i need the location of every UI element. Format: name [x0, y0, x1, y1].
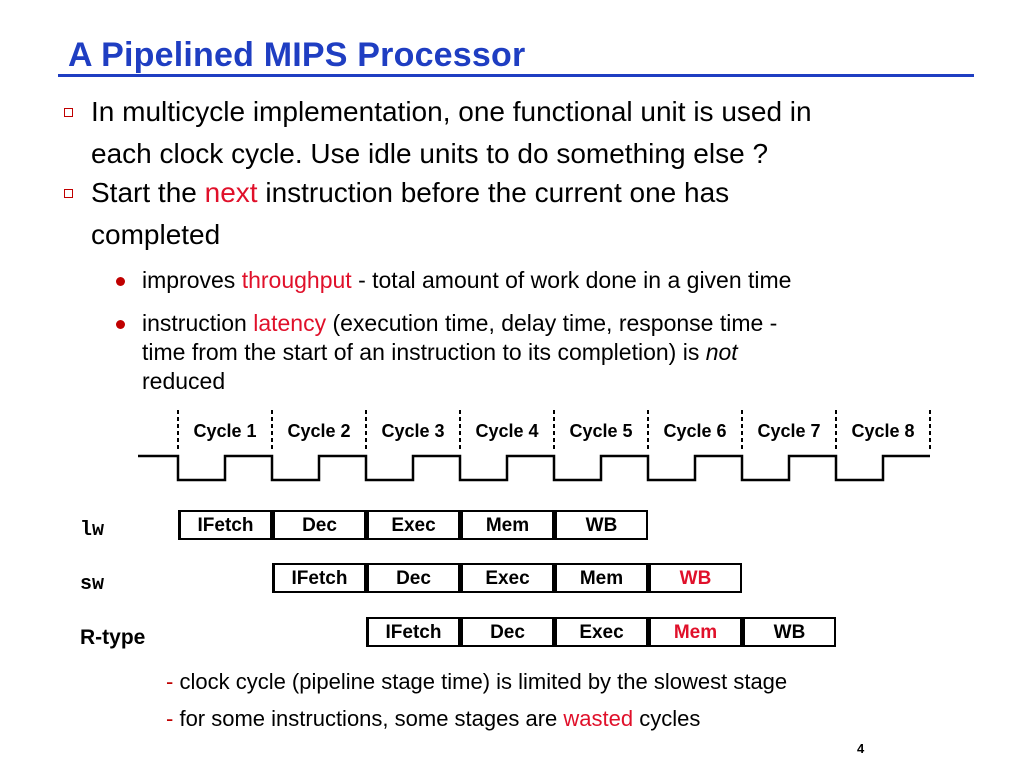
instr-label-lw: lw [80, 519, 105, 542]
note-1-text: clock cycle (pipeline stage time) is lim… [179, 669, 788, 694]
stage-sw-dec: Dec [366, 563, 460, 593]
subbullet-2-text: instruction [142, 310, 254, 336]
subbullet-2-text-cont: (execution time, delay time, response ti… [326, 310, 778, 336]
instr-label-sw: sw [80, 573, 105, 596]
cycle-label-3: Cycle 3 [381, 421, 445, 441]
clock-signal [138, 454, 930, 482]
subbullet-2-line-2: time from the start of an instruction to… [142, 338, 738, 367]
stage-r-type-exec: Exec [554, 617, 648, 647]
cycle-label-1: Cycle 1 [193, 421, 257, 441]
subbullet-2-line-2-text: time from the start of an instruction to… [142, 339, 706, 365]
note-2: - for some instructions, some stages are… [166, 705, 700, 733]
subbullet-2-line-3: reduced [142, 368, 226, 394]
bullet-2-text: Start the [91, 177, 205, 208]
cycle-dividers [177, 410, 931, 452]
stage-r-type-ifetch: IFetch [366, 617, 460, 647]
stage-r-type-wb: WB [742, 617, 836, 647]
stage-r-type-mem: Mem [648, 617, 742, 647]
bullet-2-text-cont: instruction before the current one has [257, 177, 730, 208]
cycle-label-6: Cycle 6 [663, 421, 727, 441]
stage-r-type-dec: Dec [460, 617, 554, 647]
cycle-label-4: Cycle 4 [475, 421, 539, 441]
cycle-label-8: Cycle 8 [851, 421, 915, 441]
highlight-throughput: throughput [241, 267, 352, 293]
dash-marker: - [166, 706, 174, 731]
page-number: 4 [857, 741, 865, 756]
stage-lw-mem: Mem [460, 510, 554, 540]
title-underline [58, 74, 974, 77]
stage-sw-ifetch: IFetch [272, 563, 366, 593]
bullet-1-line-2: each clock cycle. Use idle units to do s… [91, 138, 769, 169]
round-bullet-icon [116, 320, 125, 329]
stage-lw-exec: Exec [366, 510, 460, 540]
slide-title: A Pipelined MIPS Processor [68, 36, 526, 74]
stage-sw-mem: Mem [554, 563, 648, 593]
stage-lw-ifetch: IFetch [178, 510, 272, 540]
highlight-next: next [204, 177, 258, 208]
square-bullet-icon [64, 108, 73, 117]
dash-marker: - [166, 669, 174, 694]
square-bullet-icon [64, 189, 73, 198]
cycle-label-7: Cycle 7 [757, 421, 821, 441]
note-2-text-cont: cycles [633, 706, 701, 731]
bullet-2-line-1: Start the next instruction before the cu… [91, 172, 729, 214]
note-2-text: for some instructions, some stages are [179, 706, 564, 731]
subbullet-1: improves throughput - total amount of wo… [142, 266, 791, 295]
highlight-wasted: wasted [563, 706, 634, 731]
note-1: - clock cycle (pipeline stage time) is l… [166, 668, 787, 696]
stage-sw-wb: WB [648, 563, 742, 593]
cycle-label-5: Cycle 5 [569, 421, 633, 441]
cycle-label-2: Cycle 2 [287, 421, 351, 441]
stage-lw-dec: Dec [272, 510, 366, 540]
bullet-2-line-2: completed [91, 219, 221, 250]
subbullet-1-text: improves [142, 267, 242, 293]
subbullet-2-line-1: instruction latency (execution time, del… [142, 309, 777, 338]
round-bullet-icon [116, 277, 125, 286]
highlight-latency: latency [253, 310, 327, 336]
stage-lw-wb: WB [554, 510, 648, 540]
bullet-1-line-1: In multicycle implementation, one functi… [91, 96, 812, 127]
italic-not: not [705, 339, 738, 365]
stage-sw-exec: Exec [460, 563, 554, 593]
subbullet-1-text-cont: - total amount of work done in a given t… [351, 267, 792, 293]
instr-label-rtype: R-type [80, 626, 146, 649]
